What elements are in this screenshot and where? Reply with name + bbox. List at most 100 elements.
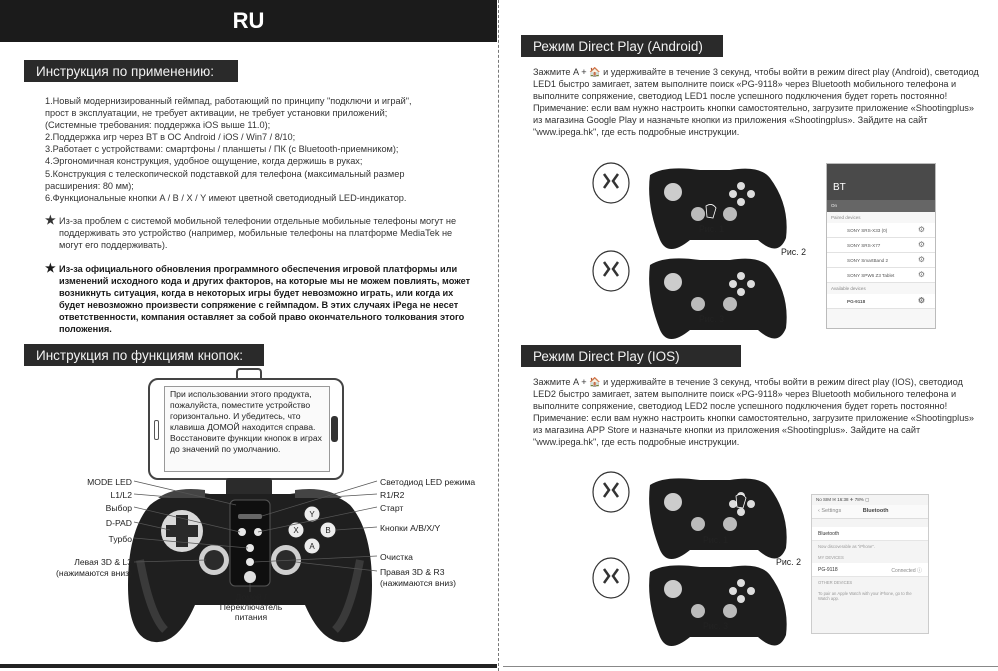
star-icon: ★ bbox=[45, 261, 56, 275]
language-header: RU bbox=[0, 0, 497, 42]
usage-line: 1.Новый модернизированный геймпад, работ… bbox=[45, 96, 412, 106]
stand-stem bbox=[226, 478, 272, 498]
b-button bbox=[319, 521, 337, 539]
dpad-icon bbox=[166, 515, 198, 547]
android-para-1: Зажмите A + 🏠 и удерживайте в течение 3 … bbox=[533, 67, 979, 102]
android-screen-available: Available devices bbox=[831, 286, 866, 291]
android-para-2: Примечание: если вам нужно настроить кно… bbox=[533, 103, 975, 138]
page-divider bbox=[498, 0, 499, 671]
android-fig3-label: Рис. 3 bbox=[699, 314, 724, 324]
ios-bluetooth-toggle-row[interactable]: Bluetooth bbox=[812, 527, 928, 541]
turbo-button bbox=[246, 544, 254, 552]
label-start: Старт bbox=[380, 503, 404, 513]
ios-target-device-row[interactable]: PG-9118 Connected ⓘ bbox=[812, 563, 928, 577]
a-button bbox=[303, 537, 321, 555]
phone-clamp bbox=[236, 368, 262, 380]
phone-screen bbox=[164, 386, 330, 472]
android-fig1-label: Рис. 1 bbox=[699, 224, 724, 234]
label-r1-r2: R1/R2 bbox=[380, 490, 405, 500]
face-label-b: B bbox=[325, 526, 330, 535]
left-stick bbox=[199, 545, 229, 575]
left-page: RU Инструкция по применению: 1.Новый мод… bbox=[0, 0, 497, 671]
phone-speaker bbox=[154, 420, 159, 440]
usage-line: 6.Функциональные кнопки A / B / X / Y им… bbox=[45, 192, 407, 203]
label-turbo: Турбо bbox=[108, 534, 132, 544]
grip-left bbox=[136, 559, 169, 633]
android-screen-paired: Paired devices bbox=[831, 215, 861, 220]
ios-fig2-label: Рис. 2 bbox=[776, 557, 801, 567]
face-label-a: A bbox=[309, 542, 315, 551]
ios-other-devices-caption: OTHER DEVICES bbox=[818, 580, 853, 585]
phone-callout-text: При использовании этого продукта, пожалу… bbox=[170, 389, 322, 454]
note-disclaimer: ★ Из-за официального обновления программ… bbox=[45, 261, 475, 335]
android-screen-title: BT bbox=[833, 182, 846, 193]
android-section-title: Режим Direct Play (Android) bbox=[521, 35, 723, 57]
bottom-rule-right bbox=[503, 666, 998, 667]
dpad-base bbox=[161, 510, 203, 552]
label-left-stick-sub: (нажимаются вниз) bbox=[56, 568, 132, 578]
center-panel bbox=[229, 499, 271, 587]
note-compatibility: ★ Из-за проблем с системой мобильной тел… bbox=[45, 214, 475, 251]
usage-line: 2.Поддержка игр через BT в ОС Android / … bbox=[45, 132, 296, 143]
face-label-y: Y bbox=[309, 510, 315, 519]
usage-line: расширения: 80 мм); bbox=[45, 180, 134, 191]
usage-line: 4.Эргономичная конструкция, удобное ощущ… bbox=[45, 156, 363, 167]
android-screen-on: On bbox=[827, 200, 935, 212]
leader-lines-right bbox=[249, 480, 378, 592]
ios-screen-title: Bluetooth bbox=[862, 508, 889, 514]
phone-illustration: При использовании этого продукта, пожалу… bbox=[148, 378, 344, 480]
ios-fig3-label: Рис. 3 bbox=[703, 621, 728, 631]
android-device-row[interactable]: SONY SRS-X77 bbox=[827, 238, 935, 253]
ios-instructions: Зажмите A + 🏠 и удерживайте в течение 3 … bbox=[533, 376, 979, 449]
ios-target-device-status: Connected ⓘ bbox=[891, 568, 922, 574]
label-select: Выбор bbox=[105, 503, 132, 513]
usage-line: 3.Работает с устройствами: смартфоны / п… bbox=[45, 144, 399, 155]
android-bluetooth-screen: BT On Paired devices SONY SRS-X33 (0) SO… bbox=[826, 163, 936, 329]
ios-para-1: Зажмите A + 🏠 и удерживайте в течение 3 … bbox=[533, 377, 963, 412]
leader-lines-left bbox=[133, 480, 249, 563]
left-stick-cap bbox=[204, 550, 224, 570]
label-right-stick-sub: (нажимаются вниз) bbox=[380, 578, 456, 588]
label-mode-led: MODE LED bbox=[87, 477, 132, 487]
right-stick bbox=[271, 545, 301, 575]
label-left-stick: Левая 3D & L3 bbox=[74, 557, 132, 567]
bottom-rule-left bbox=[0, 664, 497, 668]
android-target-device[interactable]: PG-9118 bbox=[827, 294, 935, 309]
buttons-section-title: Инструкция по функциям кнопок: bbox=[24, 344, 264, 366]
android-controller-2 bbox=[592, 250, 787, 339]
home-button bbox=[244, 571, 256, 583]
shoulder-buttons bbox=[158, 489, 342, 498]
ios-watch-hint: To pair an Apple Watch with your iPhone,… bbox=[818, 591, 912, 601]
ios-fig1-label: Рис. 1 bbox=[703, 535, 728, 545]
usage-line: 5.Конструкция с телескопической подставк… bbox=[45, 168, 405, 179]
y-button bbox=[303, 505, 321, 523]
label-dpad: D-PAD bbox=[105, 518, 132, 528]
note-compatibility-text: Из-за проблем с системой мобильной телеф… bbox=[59, 216, 457, 250]
grip-right bbox=[331, 559, 364, 633]
note-disclaimer-text: Из-за официального обновления программно… bbox=[59, 264, 471, 334]
ios-bluetooth-screen: No SIM ✉ 16:38 ✈ 78% ▢ ‹ Settings Blueto… bbox=[811, 494, 929, 634]
usage-line: прост в эксплуатации, не требует активац… bbox=[45, 108, 388, 119]
label-right-stick: Правая 3D & R3 bbox=[380, 567, 445, 577]
label-clear: Очистка bbox=[380, 552, 413, 562]
usage-line: (Системные требования: поддержка iOS выш… bbox=[45, 120, 271, 131]
label-abxy: Кнопки A/B/X/Y bbox=[380, 523, 441, 533]
android-device-row[interactable]: SONY SPW6 Z3 Tablet bbox=[827, 268, 935, 283]
phone-camera bbox=[331, 416, 338, 442]
x-button bbox=[287, 521, 305, 539]
ios-controller-1 bbox=[592, 471, 787, 559]
android-fig2-label: Рис. 2 bbox=[781, 247, 806, 257]
ios-status-bar: No SIM ✉ 16:38 ✈ 78% ▢ bbox=[816, 497, 870, 502]
android-device-row[interactable]: SONY SRS-X33 (0) bbox=[827, 223, 935, 238]
android-instructions: Зажмите A + 🏠 и удерживайте в течение 3 … bbox=[533, 66, 979, 139]
android-device-row[interactable]: SONY SmartBand 2 bbox=[827, 253, 935, 268]
label-home-power: Домой / Переключатель питания bbox=[219, 592, 283, 622]
label-mode-led-right: Светодиод LED режима bbox=[380, 477, 476, 487]
clear-button bbox=[246, 558, 254, 566]
select-button bbox=[238, 528, 246, 536]
ios-my-devices-caption: MY DEVICES bbox=[818, 555, 844, 560]
android-screen-header: BT bbox=[827, 164, 935, 200]
ios-para-2: Примечание: если вам нужно настроить кно… bbox=[533, 413, 975, 448]
ios-back-button[interactable]: ‹ Settings bbox=[818, 508, 842, 514]
usage-section-title: Инструкция по применению: bbox=[24, 60, 238, 82]
